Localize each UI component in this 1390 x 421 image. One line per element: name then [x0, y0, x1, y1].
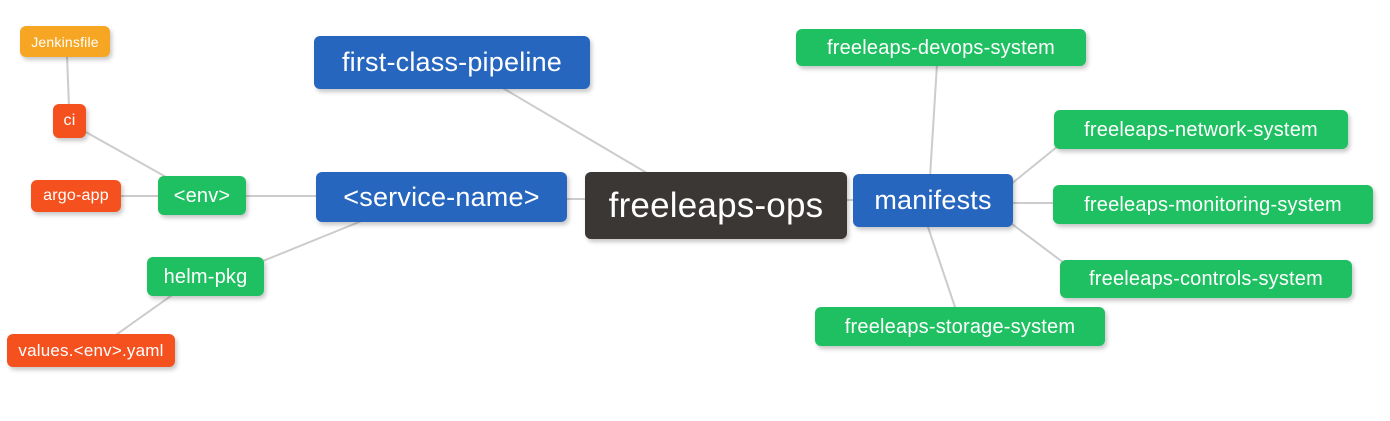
node-env[interactable]: <env> [158, 176, 246, 215]
edge-helm-pkg-values-env-yaml [112, 292, 176, 338]
node-helm-pkg[interactable]: helm-pkg [147, 257, 264, 296]
node-network-system[interactable]: freeleaps-network-system [1054, 110, 1348, 149]
edge-first-class-pipeline-freeleaps-ops [500, 86, 653, 177]
edge-service-name-helm-pkg [257, 219, 365, 264]
node-storage-system[interactable]: freeleaps-storage-system [815, 307, 1105, 346]
node-first-class-pipeline[interactable]: first-class-pipeline [314, 36, 590, 89]
node-jenkinsfile[interactable]: Jenkinsfile [20, 26, 110, 57]
node-values-env-yaml[interactable]: values.<env>.yaml [7, 334, 175, 367]
edge-manifests-storage-system [926, 223, 957, 311]
node-manifests[interactable]: manifests [853, 174, 1013, 227]
edge-manifests-controls-system [1007, 220, 1065, 264]
node-argo-app[interactable]: argo-app [31, 180, 121, 212]
edge-manifests-devops-system [929, 63, 938, 178]
edge-ci-env [83, 130, 176, 183]
node-ci[interactable]: ci [53, 104, 86, 138]
edge-jenkinsfile-ci [66, 54, 70, 108]
edge-manifests-network-system [1009, 145, 1059, 186]
node-freeleaps-ops[interactable]: freeleaps-ops [585, 172, 847, 239]
node-controls-system[interactable]: freeleaps-controls-system [1060, 260, 1352, 298]
node-monitoring-system[interactable]: freeleaps-monitoring-system [1053, 185, 1373, 224]
node-service-name[interactable]: <service-name> [316, 172, 567, 222]
node-devops-system[interactable]: freeleaps-devops-system [796, 29, 1086, 66]
